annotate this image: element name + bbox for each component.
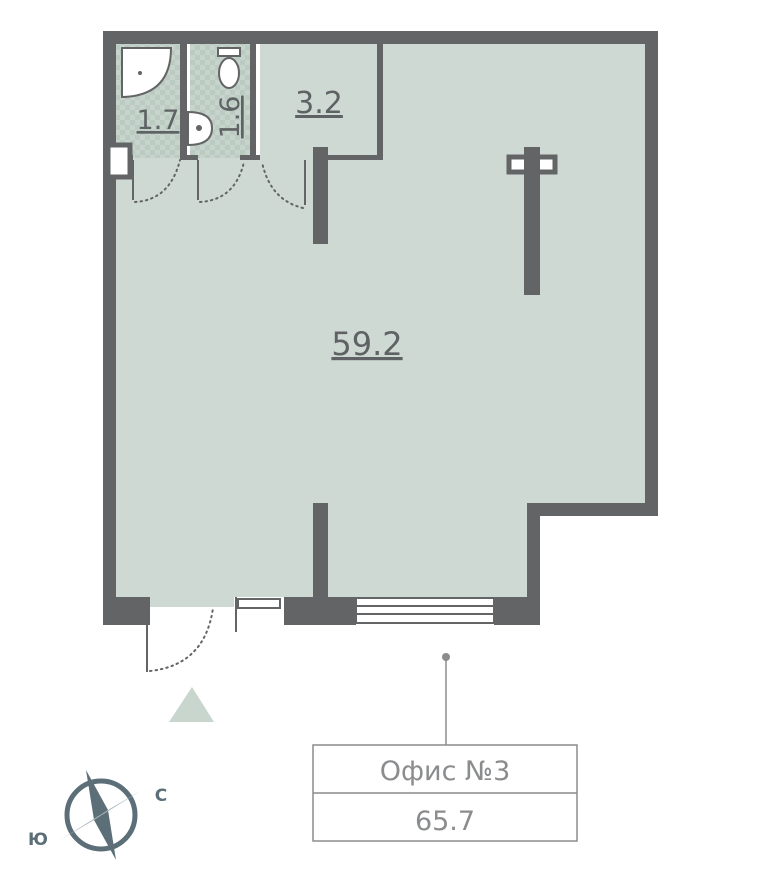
entrance-arrow-icon <box>169 687 214 722</box>
total-area: 65.7 <box>415 806 475 837</box>
wc-door-swing <box>199 161 245 203</box>
wall-left <box>103 31 116 625</box>
wall-right-upper <box>645 31 658 516</box>
wall-storage-right <box>377 44 383 158</box>
window-frame <box>355 597 495 624</box>
wall-bath-divider <box>180 44 187 160</box>
sink-icon <box>187 110 214 147</box>
storage-door-swing <box>261 161 304 209</box>
wc-area-label: 1.6 <box>215 96 246 139</box>
wall-top <box>103 31 658 44</box>
wall-wc-stub <box>180 155 198 160</box>
wall-right-lower <box>527 503 540 625</box>
entrance-threshold <box>150 597 234 607</box>
column-right <box>524 147 540 295</box>
storage-area-label: 3.2 <box>295 86 343 121</box>
entrance-door-swing <box>149 607 214 672</box>
office-floor <box>115 158 645 597</box>
compass-icon <box>60 770 142 860</box>
bathroom-area-label: 1.7 <box>137 105 180 136</box>
partition-bottom <box>313 503 328 597</box>
entrance-side-light <box>237 598 281 609</box>
bath-door-swing <box>134 159 181 203</box>
column-cap-left <box>105 142 133 180</box>
storage-floor <box>260 44 645 158</box>
compass-north-letter: С <box>155 786 167 806</box>
column-cap-right-core <box>524 150 540 178</box>
wall-bottom-right <box>494 597 540 625</box>
toilet-icon <box>217 47 241 89</box>
wall-storage-bottom <box>322 155 383 160</box>
wall-right-step <box>527 503 658 516</box>
info-callout: Офис №3 65.7 <box>312 653 578 842</box>
shower-icon <box>121 47 173 99</box>
wall-wc-divider <box>250 44 256 160</box>
wall-bottom-middle <box>284 597 356 625</box>
compass-south-letter: Ю <box>28 830 48 850</box>
wall-wc-stub-right <box>240 155 260 160</box>
office-area-label: 59.2 <box>331 325 402 363</box>
window <box>355 597 495 624</box>
office-title: Офис №3 <box>380 756 511 787</box>
wall-bottom-left <box>103 597 150 625</box>
partition-center <box>313 147 328 244</box>
